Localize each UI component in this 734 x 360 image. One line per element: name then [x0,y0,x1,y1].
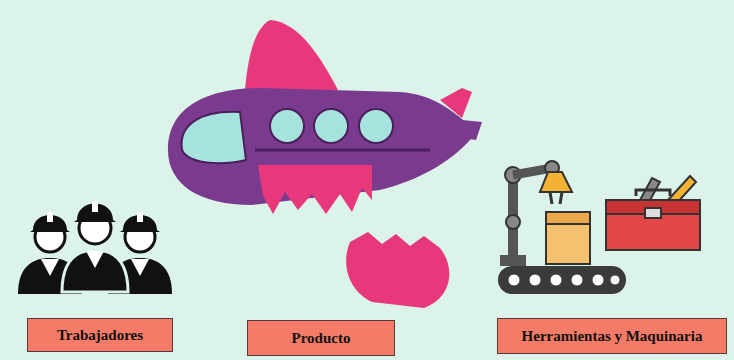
worker-figure [62,201,128,292]
plane-tail-fin [440,88,472,118]
label-box: Herramientas y Maquinaria [497,318,727,354]
robot-head [540,172,572,192]
plane-tail [462,120,482,140]
conveyor-belt [498,266,626,294]
label-text: Herramientas y Maquinaria [522,328,703,345]
workers-icon [18,201,172,294]
label-box: Trabajadores [27,318,173,352]
toolbox-icon [606,176,700,250]
label-text: Trabajadores [57,327,143,344]
plane-cockpit [182,112,246,163]
broken-piece [346,232,449,308]
plane-stripe [255,149,430,152]
plane-window [270,109,304,143]
conveyor-wheels [508,274,620,286]
label-box: Producto [247,320,395,356]
plane-window [314,109,348,143]
machinery-icon [498,161,700,294]
label-text: Producto [292,330,351,347]
torn-hole [258,165,372,214]
plane-window [359,109,393,143]
plane-wing [245,20,338,90]
broken-plane [168,20,482,308]
cargo-box [546,212,590,264]
